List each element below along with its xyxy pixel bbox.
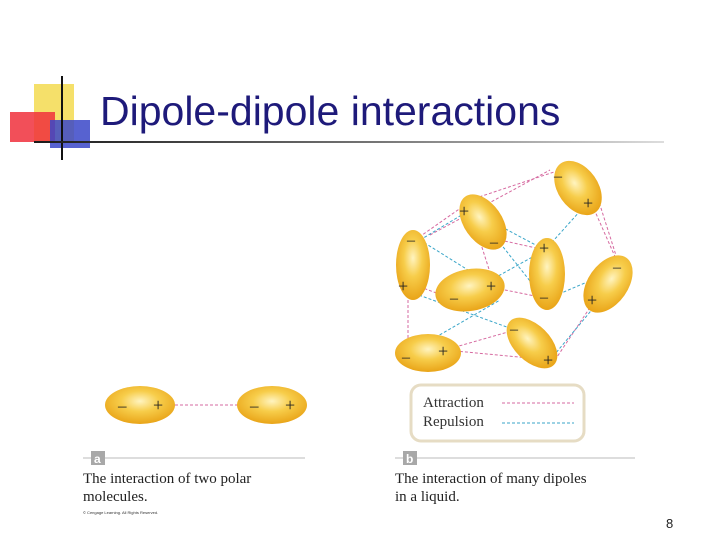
plus-sign: + (398, 276, 408, 296)
attraction-line (499, 239, 546, 251)
dipole-molecule (395, 334, 461, 372)
panel-b-caption-line: in a liquid. (395, 489, 460, 505)
minus-sign: – (539, 289, 549, 306)
title-underline (34, 141, 664, 143)
panel-a-caption-line: The interaction of two polar (83, 471, 252, 487)
minus-sign: – (612, 259, 622, 276)
panel-a-caption-line: molecules. (83, 489, 148, 505)
legend-attraction-label: Attraction (423, 395, 484, 411)
panel-a-letter: a (94, 452, 101, 466)
dipole-molecule (583, 255, 633, 313)
repulsion-line (404, 299, 501, 356)
plus-sign: + (153, 395, 163, 415)
plus-sign: + (285, 395, 295, 415)
attraction-line (429, 169, 551, 236)
panel-a-caption: The interaction of two polar molecules. (83, 470, 293, 506)
panel-b-label-box (403, 451, 417, 465)
attraction-line (469, 209, 496, 289)
plus-sign: + (587, 290, 597, 310)
attraction-line (414, 204, 466, 241)
panel-a: – + – + a (83, 386, 307, 466)
dipole-molecule (529, 238, 565, 310)
attraction-line (554, 299, 596, 361)
dipole-molecule (506, 317, 558, 369)
minus-sign: – (509, 321, 519, 338)
slide-logo-decoration (10, 76, 90, 160)
repulsion-line (404, 289, 516, 331)
dipole-molecule (459, 194, 507, 250)
plus-sign: + (543, 350, 553, 370)
logo-blue-square (50, 120, 90, 148)
panel-a-label-box (91, 451, 105, 465)
legend-repulsion-label: Repulsion (423, 414, 484, 430)
page-number: 8 (666, 516, 674, 531)
panel-b-caption: The interaction of many dipoles in a liq… (395, 470, 635, 506)
panel-b-letter: b (406, 452, 413, 466)
slide-title: Dipole-dipole interactions (100, 88, 561, 134)
legend-box (409, 383, 586, 443)
panel-b-molecules: – + + – – + – + + – – + – + – + (395, 160, 633, 372)
copyright-notice: © Cengage Learning. All Rights Reserved. (83, 510, 159, 515)
logo-red-bar (10, 112, 55, 142)
dipole-molecule (554, 160, 602, 216)
repulsion-line (419, 239, 501, 291)
plus-sign: + (459, 201, 469, 221)
minus-sign: – (117, 396, 127, 415)
legend (409, 383, 586, 443)
minus-sign: – (553, 168, 563, 185)
attraction-line (469, 169, 561, 201)
dipole-molecule (435, 268, 505, 312)
dipole-molecule (105, 386, 175, 424)
minus-sign: – (489, 234, 499, 251)
minus-sign: – (401, 349, 411, 366)
plus-sign: + (539, 238, 549, 258)
repulsion-line (469, 209, 546, 251)
dipole-molecule (396, 230, 430, 300)
plus-sign: + (486, 276, 496, 296)
plus-sign: + (583, 193, 593, 213)
minus-sign: – (249, 396, 259, 415)
minus-sign: – (406, 232, 416, 249)
plus-sign: + (438, 341, 448, 361)
dipole-molecule (237, 386, 307, 424)
panel-b-caption-line: The interaction of many dipoles (395, 471, 587, 487)
minus-sign: – (449, 290, 459, 307)
